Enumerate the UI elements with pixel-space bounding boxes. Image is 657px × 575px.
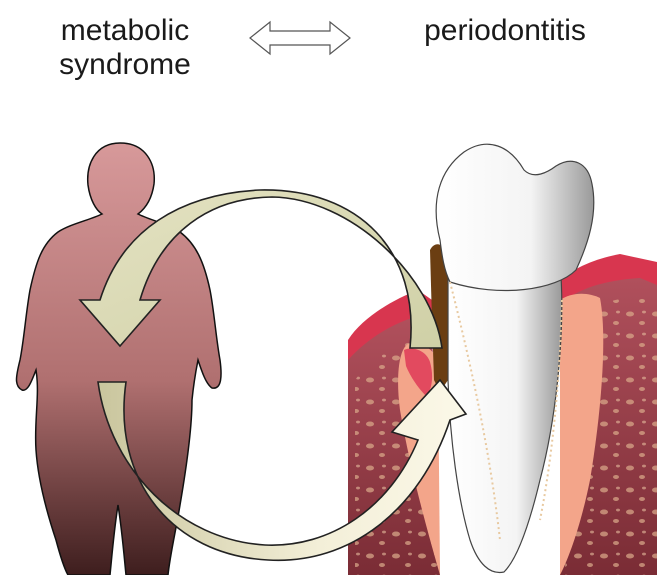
tooth-crown [436, 144, 594, 290]
double-headed-arrow-icon [250, 22, 350, 54]
tooth-root [448, 260, 562, 572]
